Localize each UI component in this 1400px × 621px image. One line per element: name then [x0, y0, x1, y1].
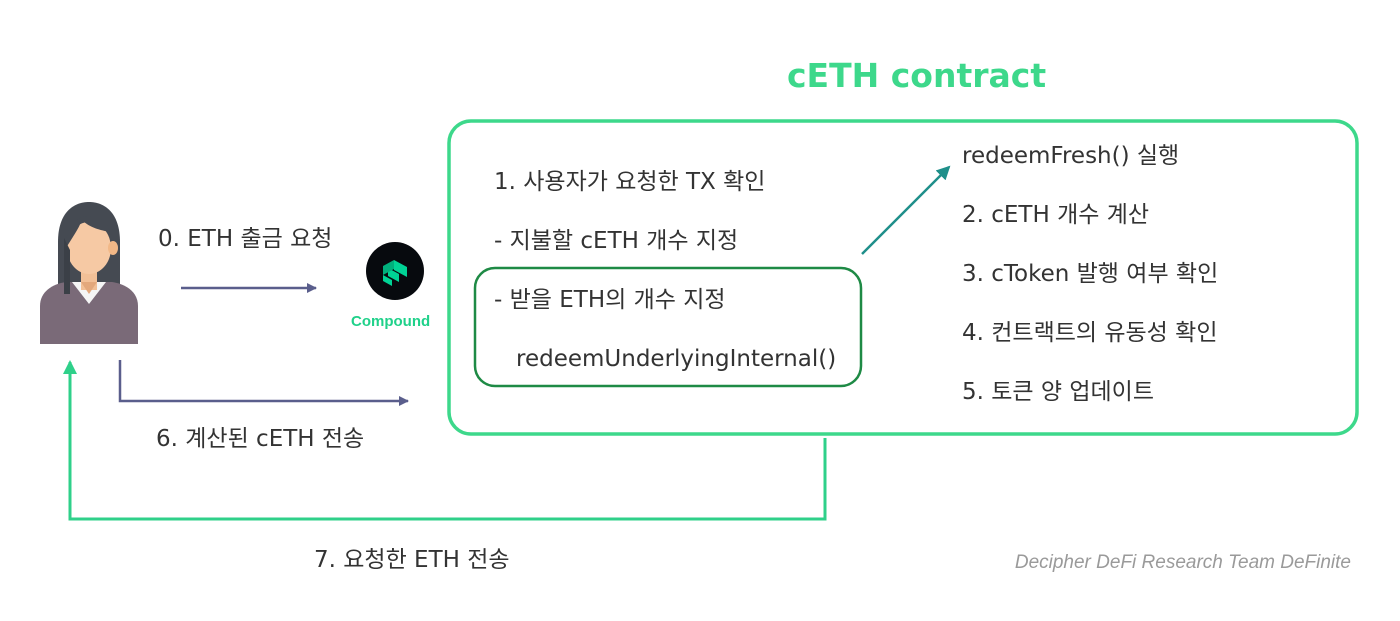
left-list-function: redeemUnderlyingInternal() — [516, 346, 837, 372]
right-list-item-4: 4. 컨트랙트의 유동성 확인 — [962, 320, 1218, 346]
right-list-item-2: 2. cETH 개수 계산 — [962, 202, 1150, 228]
step-0-label: 0. ETH 출금 요청 — [158, 226, 333, 252]
right-list-function: redeemFresh() 실행 — [962, 143, 1180, 169]
compound-logo-icon — [366, 242, 424, 300]
step-6-label: 6. 계산된 cETH 전송 — [156, 426, 365, 452]
right-list-item-3: 3. cToken 발행 여부 확인 — [962, 261, 1219, 287]
contract-title: cETH contract — [787, 56, 1047, 95]
left-list-item-3: - 받을 ETH의 개수 지정 — [494, 287, 726, 313]
credit-text: Decipher DeFi Research Team DeFinite — [1014, 552, 1351, 573]
transfer-ceth-arrow — [118, 360, 409, 406]
compound-label: Compound — [351, 313, 431, 330]
step-7-label: 7. 요청한 ETH 전송 — [314, 547, 510, 573]
redeem-fresh-arrow — [861, 165, 951, 255]
return-eth-arrow — [63, 360, 827, 521]
contract-box — [447, 119, 1359, 436]
user-avatar-icon — [40, 202, 138, 344]
left-list-item-1: 1. 사용자가 요청한 TX 확인 — [494, 169, 766, 195]
left-list-item-2: - 지불할 cETH 개수 지정 — [494, 228, 739, 254]
right-list-item-5: 5. 토큰 양 업데이트 — [962, 379, 1154, 405]
redeem-highlight-box — [473, 266, 863, 388]
